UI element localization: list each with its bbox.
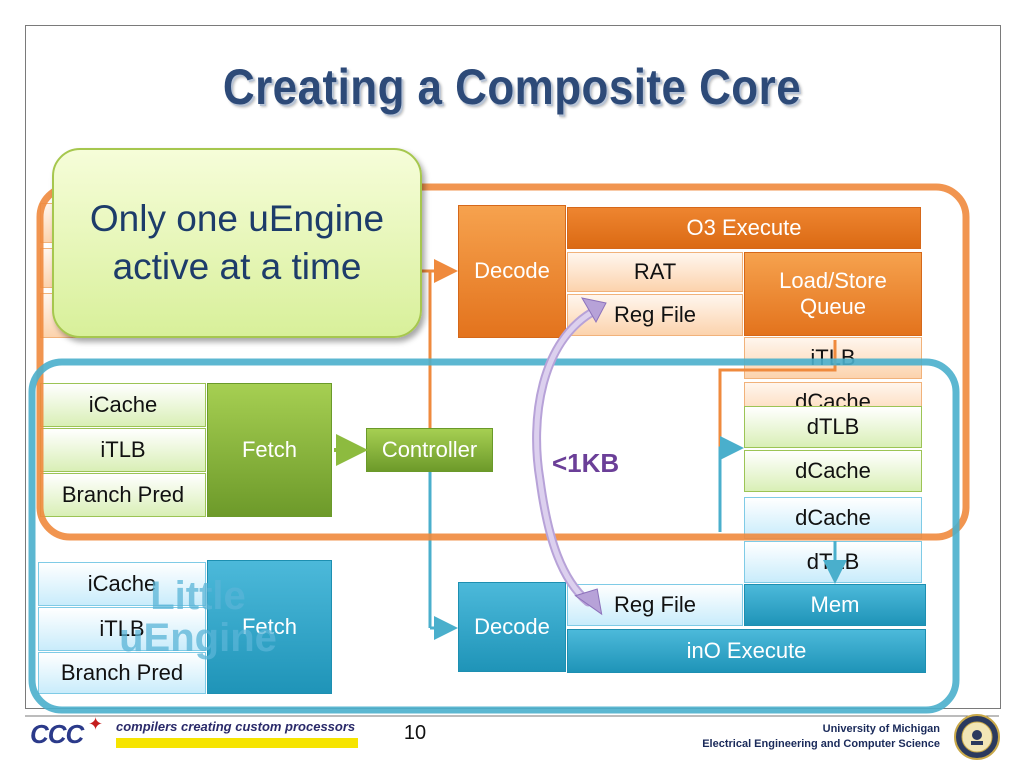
little-itlb-block: iTLB xyxy=(38,607,206,651)
ino-execute-block: inO Execute xyxy=(567,629,926,673)
little-fetch-block: Fetch xyxy=(207,560,332,694)
rat-block: RAT xyxy=(567,252,743,292)
slide-title: Creating a Composite Core xyxy=(222,59,802,115)
shared-dcache-block: dCache xyxy=(744,450,922,492)
controller-block: Controller xyxy=(366,428,493,472)
page-number: 10 xyxy=(403,722,427,744)
shared-branch-pred-block: Branch Pred xyxy=(40,473,206,517)
little-uengine-label: Little uEngine xyxy=(119,574,277,660)
footer-tagline: compilers creating custom processors xyxy=(116,719,356,734)
university-seal-icon xyxy=(954,714,1000,760)
little-dcache-block: dCache xyxy=(744,497,922,539)
ccc-logo: CCC xyxy=(30,719,84,749)
shared-icache-block: iCache xyxy=(40,383,206,427)
little-branch-pred-block: Branch Pred xyxy=(38,652,206,694)
register-transfer-arrow xyxy=(532,297,607,616)
shared-fetch-block: Fetch xyxy=(207,383,332,517)
big-engine-outline xyxy=(36,183,970,541)
active-engine-callout: Only one uEngine active at a time xyxy=(52,148,422,338)
big-itlb-mem-block: iTLB xyxy=(744,337,922,379)
shared-itlb-block: iTLB xyxy=(40,428,206,472)
mem-block: Mem xyxy=(744,584,926,626)
shared-dtlb-block: dTLB xyxy=(744,406,922,448)
little-decode-block: Decode xyxy=(458,582,566,672)
little-engine-outline xyxy=(28,358,960,714)
o3-execute-block: O3 Execute xyxy=(567,207,921,249)
big-decode-block: Decode xyxy=(458,205,566,338)
logo-star-icon: ✦ xyxy=(88,714,104,734)
department-name: Electrical Engineering and Computer Scie… xyxy=(702,738,940,750)
transfer-size-label: <1KB xyxy=(552,448,620,478)
load-store-queue-block: Load/Store Queue xyxy=(744,252,922,336)
big-engine-wires xyxy=(422,259,837,532)
little-engine-wires xyxy=(428,436,847,640)
little-icache-block: iCache xyxy=(38,562,206,606)
tagline-highlight xyxy=(116,738,358,748)
university-name: University of Michigan xyxy=(822,723,940,735)
